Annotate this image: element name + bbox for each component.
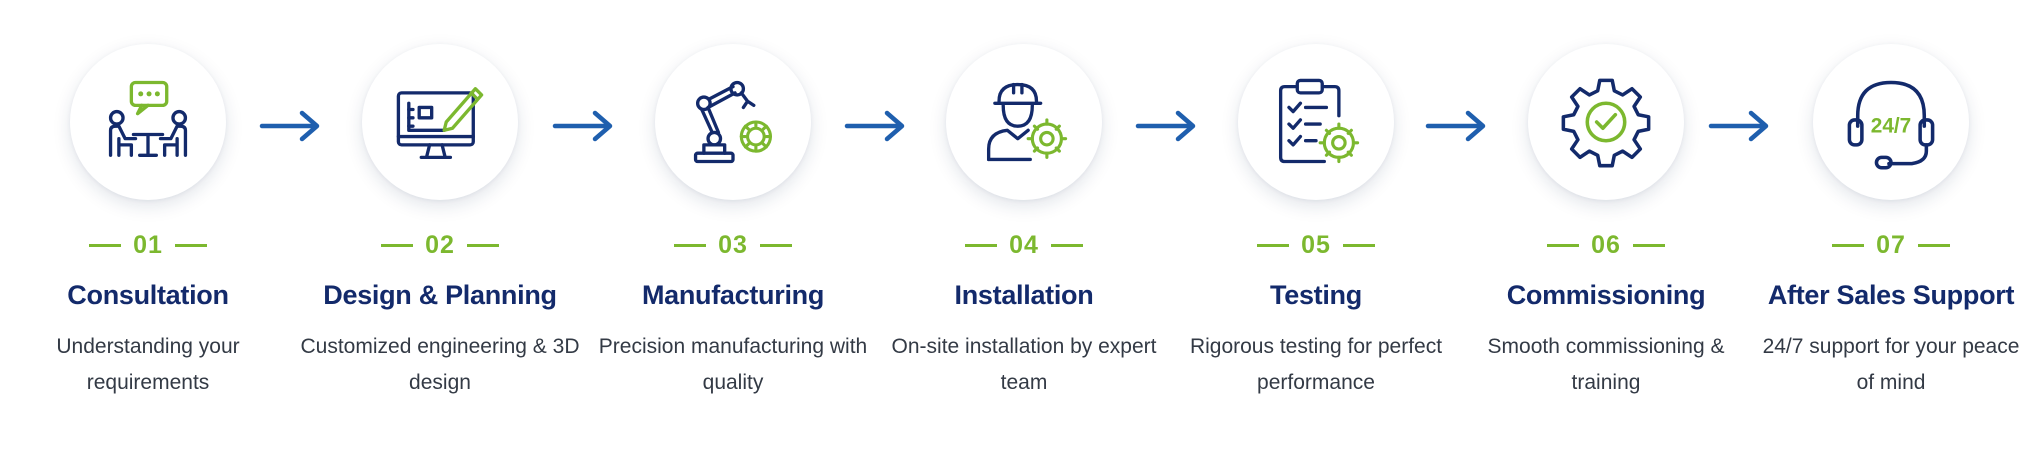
step-icon-circle xyxy=(1238,44,1394,200)
step-title: Manufacturing xyxy=(641,280,825,310)
step-description: On-site installation by expert team xyxy=(891,335,1157,394)
step-title: Design & Planning xyxy=(323,280,557,310)
step-commissioning: 06 Commissioning Smooth commissioning & … xyxy=(1456,0,1756,401)
step-title: After Sales Support xyxy=(1767,280,2015,310)
step-number-row: 01 xyxy=(89,230,207,260)
step-description: Rigorous testing for perfect performance xyxy=(1189,335,1443,394)
step-description: Precision manufacturing with quality xyxy=(598,335,868,394)
arrow-right-icon xyxy=(552,110,613,142)
step-number: 07 xyxy=(1876,230,1906,259)
step-after-sales-support: 24/7 07 After Sales Support 24/7 support… xyxy=(1741,0,2024,401)
step-icon-circle xyxy=(946,44,1102,200)
arrow-right-icon xyxy=(259,110,320,142)
headset-icon: 24/7 xyxy=(1847,80,1935,170)
step-icon-circle xyxy=(70,44,226,200)
step-number-row: 02 xyxy=(381,230,499,260)
step-icon-circle xyxy=(362,44,518,200)
step-icon-circle xyxy=(1528,44,1684,200)
arrow-right-icon xyxy=(844,110,905,142)
number-rule-right xyxy=(1342,243,1375,247)
robot-arm-icon xyxy=(693,80,772,164)
step-number-row: 07 xyxy=(1832,230,1950,260)
arrow-right-icon xyxy=(1135,110,1196,142)
step-title: Commissioning xyxy=(1506,280,1706,310)
number-rule-right xyxy=(1632,243,1665,247)
step-number-row: 05 xyxy=(1257,230,1375,260)
step-number: 06 xyxy=(1591,230,1621,259)
step-design-planning: 02 Design & Planning Customized engineer… xyxy=(290,0,590,401)
step-icon-circle: 24/7 xyxy=(1813,44,1969,200)
number-rule-right xyxy=(759,243,792,247)
arrow-right-icon xyxy=(1708,110,1769,142)
step-description: Smooth commissioning & training xyxy=(1487,335,1725,394)
step-title: Consultation xyxy=(67,280,229,310)
step-description: Understanding your requirements xyxy=(56,335,240,394)
step-title: Testing xyxy=(1270,280,1362,310)
engineer-gear-icon xyxy=(986,82,1068,162)
headset-label: 24/7 xyxy=(1871,114,1911,137)
step-description: 24/7 support for your peace of mind xyxy=(1762,335,2020,394)
number-rule-left xyxy=(965,243,998,247)
step-description: Customized engineering & 3D design xyxy=(300,335,580,394)
number-rule-left xyxy=(1832,243,1865,247)
design-monitor-icon xyxy=(396,87,484,160)
number-rule-left xyxy=(674,243,707,247)
step-number: 03 xyxy=(718,230,748,259)
step-installation: 04 Installation On-site installation by … xyxy=(874,0,1174,401)
step-number-row: 04 xyxy=(965,230,1083,260)
step-number-row: 03 xyxy=(674,230,792,260)
number-rule-right xyxy=(466,243,499,247)
arrow-right-icon xyxy=(1425,110,1486,142)
number-rule-right xyxy=(1917,243,1950,247)
step-number: 04 xyxy=(1009,230,1039,259)
step-testing: 05 Testing Rigorous testing for perfect … xyxy=(1166,0,1466,401)
consultation-icon xyxy=(108,80,188,157)
number-rule-right xyxy=(174,243,207,247)
gear-check-icon xyxy=(1561,78,1651,168)
step-number: 05 xyxy=(1301,230,1331,259)
step-number: 01 xyxy=(133,230,163,259)
number-rule-left xyxy=(89,243,122,247)
number-rule-left xyxy=(1547,243,1580,247)
step-number: 02 xyxy=(425,230,455,259)
number-rule-right xyxy=(1050,243,1083,247)
step-consultation: 01 Consultation Understanding your requi… xyxy=(0,0,298,401)
step-manufacturing: 03 Manufacturing Precision manufacturing… xyxy=(583,0,883,401)
number-rule-left xyxy=(1257,243,1290,247)
checklist-gear-icon xyxy=(1278,78,1360,164)
step-title: Installation xyxy=(954,280,1094,310)
number-rule-left xyxy=(381,243,414,247)
step-icon-circle xyxy=(655,44,811,200)
step-number-row: 06 xyxy=(1547,230,1665,260)
